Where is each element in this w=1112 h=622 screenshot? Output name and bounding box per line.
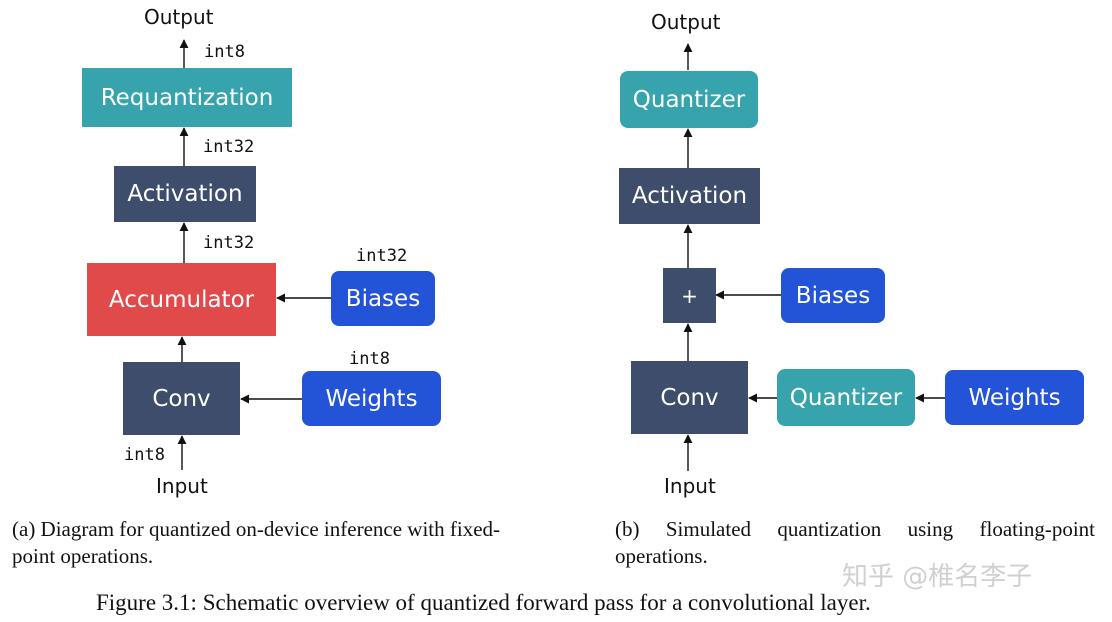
a-type-weights: int8	[349, 349, 390, 369]
a-type-biases: int32	[356, 246, 408, 266]
a-biases-block: Biases	[331, 271, 435, 326]
b-biases-block: Biases	[781, 268, 885, 323]
a-type-input: int8	[124, 445, 165, 465]
figure-caption: Figure 3.1: Schematic overview of quanti…	[96, 590, 871, 615]
a-type-accumulator-out: int32	[203, 233, 255, 253]
b-activation-block: Activation	[619, 168, 760, 224]
a-input-label: Input	[156, 474, 208, 498]
b-quantizer-weights-block: Quantizer	[777, 369, 915, 426]
b-plus-block: +	[663, 268, 716, 323]
a-weights-block: Weights	[302, 371, 441, 426]
b-conv-block: Conv	[631, 361, 748, 434]
a-accumulator-block: Accumulator	[87, 263, 276, 336]
watermark: 知乎 @椎名李子	[842, 562, 1033, 592]
b-quantizer-output-block: Quantizer	[620, 71, 758, 128]
a-type-activation-out: int32	[203, 137, 255, 157]
b-input-label: Input	[664, 474, 716, 498]
a-requantization-block: Requantization	[82, 68, 292, 127]
a-conv-block: Conv	[123, 362, 240, 435]
a-activation-block: Activation	[114, 166, 256, 222]
b-subcaption: (b) Simulated quantization using floatin…	[615, 517, 1095, 568]
a-subcaption: (a) Diagram for quantized on-device infe…	[12, 517, 501, 568]
a-output-label: Output	[144, 5, 214, 29]
a-type-output: int8	[204, 42, 245, 62]
b-weights-block: Weights	[945, 370, 1084, 425]
b-output-label: Output	[651, 10, 721, 34]
